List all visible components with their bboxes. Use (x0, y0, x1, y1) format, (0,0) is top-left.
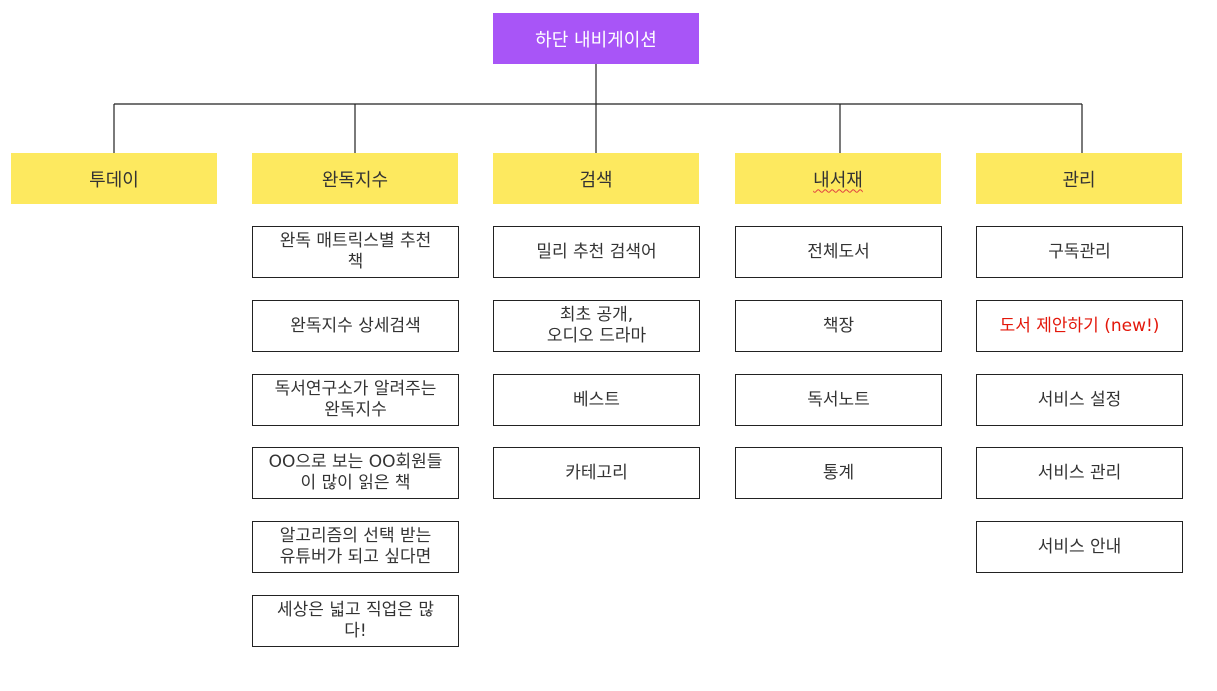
item-label: 구독관리 (1048, 241, 1111, 262)
item-label: OO으로 보는 OO회원들 이 많이 읽은 책 (268, 452, 443, 493)
category-node-manage: 관리 (976, 153, 1182, 204)
category-label: 관리 (1062, 169, 1096, 191)
category-label: 내서재 (813, 169, 863, 191)
item-label: 책장 (822, 315, 855, 336)
item-node-all-books: 전체도서 (735, 226, 942, 278)
item-label: 완독지수 상세검색 (290, 315, 421, 336)
item-node-service-guide: 서비스 안내 (976, 521, 1183, 573)
category-label: 완독지수 (321, 169, 389, 191)
item-node-bookshelf: 책장 (735, 300, 942, 352)
item-label: 서비스 설정 (1037, 389, 1122, 410)
item-label: 독서노트 (807, 389, 870, 410)
item-node-category: 카테고리 (493, 447, 700, 499)
item-node-members-read: OO으로 보는 OO회원들 이 많이 읽은 책 (252, 447, 459, 499)
item-label: 최초 공개, 오디오 드라마 (546, 305, 647, 346)
category-node-my-library: 내서재 (735, 153, 941, 204)
item-label: 밀리 추천 검색어 (536, 241, 657, 262)
item-node-service-management: 서비스 관리 (976, 447, 1183, 499)
item-node-subscription: 구독관리 (976, 226, 1183, 278)
item-node-reading-notes: 독서노트 (735, 374, 942, 426)
item-label: 카테고리 (565, 462, 628, 483)
root-node-label: 하단 내비게이션 (535, 29, 657, 51)
item-label: 서비스 관리 (1037, 462, 1122, 483)
item-label: 완독 매트릭스별 추천 책 (279, 231, 432, 272)
category-node-today: 투데이 (11, 153, 217, 204)
item-node-jobs: 세상은 넓고 직업은 많 다! (252, 595, 459, 647)
item-node-wandok-matrix-recommend: 완독 매트릭스별 추천 책 (252, 226, 459, 278)
category-label: 투데이 (89, 169, 139, 191)
item-node-wandok-detail-search: 완독지수 상세검색 (252, 300, 459, 352)
item-node-audio-drama: 최초 공개, 오디오 드라마 (493, 300, 700, 352)
root-node-bottom-navigation: 하단 내비게이션 (493, 13, 699, 64)
item-label: 베스트 (573, 389, 620, 410)
item-label: 서비스 안내 (1037, 536, 1122, 557)
item-label: 전체도서 (807, 241, 870, 262)
category-node-search: 검색 (493, 153, 699, 204)
category-node-wandok-index: 완독지수 (252, 153, 458, 204)
item-label: 세상은 넓고 직업은 많 다! (277, 600, 434, 641)
item-label: 알고리즘의 선택 받는 유튜버가 되고 싶다면 (279, 526, 432, 567)
item-node-youtuber: 알고리즘의 선택 받는 유튜버가 되고 싶다면 (252, 521, 459, 573)
item-node-best: 베스트 (493, 374, 700, 426)
item-label: 독서연구소가 알려주는 완독지수 (274, 379, 437, 420)
item-node-statistics: 통계 (735, 447, 942, 499)
item-node-book-suggestion-new: 도서 제안하기 (new!) (976, 300, 1183, 352)
item-label: 통계 (822, 462, 855, 483)
item-label: 도서 제안하기 (new!) (999, 315, 1160, 336)
item-node-recommended-keywords: 밀리 추천 검색어 (493, 226, 700, 278)
item-node-service-settings: 서비스 설정 (976, 374, 1183, 426)
category-label: 검색 (579, 169, 613, 191)
item-node-reading-lab: 독서연구소가 알려주는 완독지수 (252, 374, 459, 426)
